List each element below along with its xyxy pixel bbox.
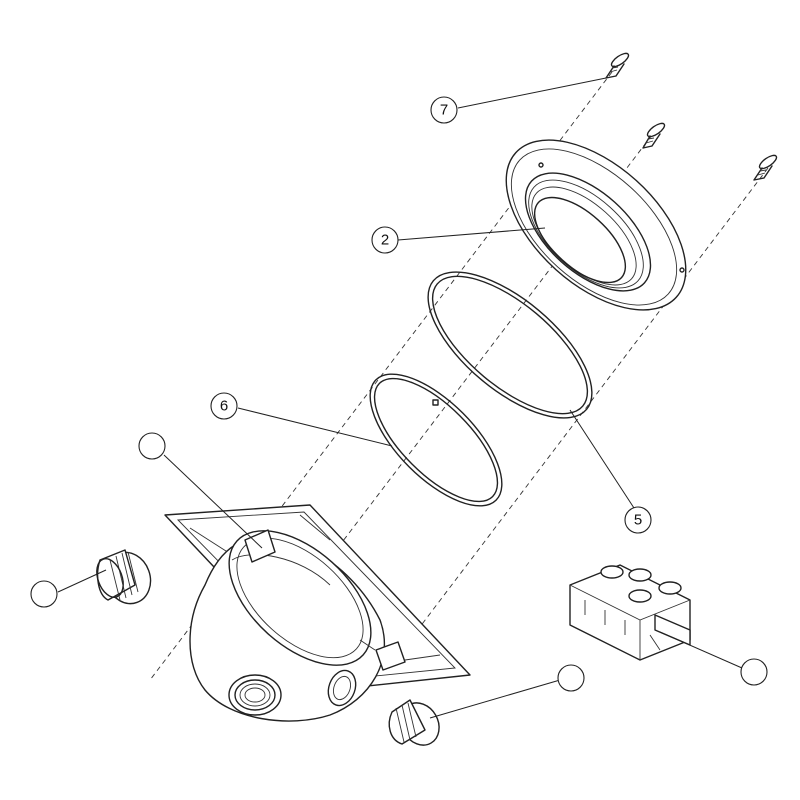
callout-2: 2: [371, 226, 399, 254]
leader-lines: [57, 77, 743, 719]
callout-6-label: 6: [220, 398, 228, 415]
flange-ring: [505, 139, 687, 311]
screw-middle: [642, 122, 666, 149]
threaded-plug-left: [96, 549, 152, 605]
callout-6: 6: [210, 392, 238, 420]
screw-top: [605, 52, 630, 79]
callout-blank-plug-left: [30, 580, 58, 608]
gasket-large: [427, 271, 593, 419]
callout-blank-terminal: [740, 658, 768, 686]
screw-right: [753, 154, 778, 181]
callout-7: 7: [430, 96, 458, 124]
callout-2-label: 2: [381, 232, 389, 249]
housing-body: [164, 504, 471, 722]
callout-7-label: 7: [440, 102, 448, 119]
gasket-small: [369, 373, 503, 507]
callout-blank-housing: [138, 432, 166, 460]
terminal-block: [569, 564, 691, 661]
callout-5: 5: [624, 506, 652, 534]
threaded-plug-bottom: [388, 699, 440, 746]
callout-blank-plug-bottom: [557, 664, 585, 692]
callout-5-label: 5: [634, 512, 642, 529]
